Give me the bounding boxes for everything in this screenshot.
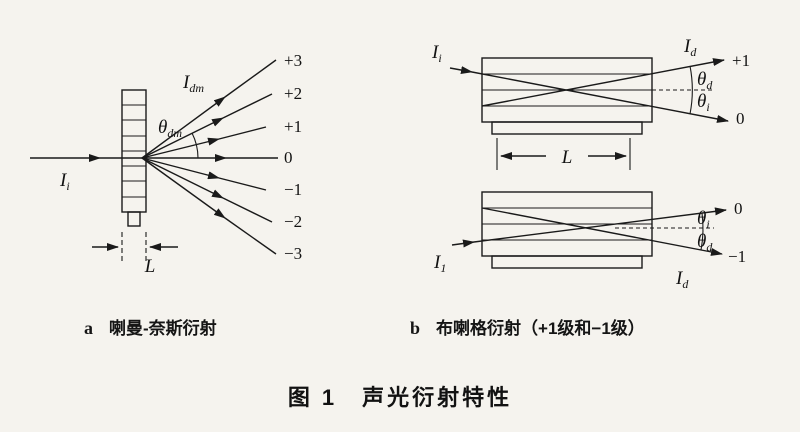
panel-b-length-dimension — [496, 138, 631, 170]
order-label-minus1-bottom: −1 — [728, 247, 746, 266]
incident-beam-bottom — [451, 239, 475, 248]
incident-beam-label: Ii — [59, 170, 70, 193]
panel-a-diagram: Ii Idm θdm L +3 +2 +1 0 −1 −2 −3 — [30, 51, 302, 277]
angle-arc-bottom — [700, 212, 704, 251]
bragg-cell-top: Ii Id +1 0 θd θi L — [431, 36, 750, 170]
zero-order-beam-bottom — [473, 207, 727, 243]
grating-column — [121, 89, 147, 227]
transducer — [127, 211, 141, 227]
output-label-bottom: Id — [675, 268, 689, 291]
transducer-bottom — [491, 255, 643, 269]
panel-b-letter: b — [410, 318, 421, 338]
order-label-plus1: +1 — [284, 117, 302, 136]
figure-caption: 图 1 声光衍射特性 — [287, 385, 513, 410]
ray-plus1 — [141, 137, 220, 159]
diffraction-rays — [141, 59, 278, 255]
diffracted-beam-plus1 — [481, 58, 725, 107]
panel-b-caption: b 布喇格衍射（+1级和−1级） — [410, 314, 645, 339]
order-label-zero: 0 — [284, 148, 293, 167]
ray-plus3 — [141, 96, 226, 159]
diffracted-beam-label: Idm — [182, 72, 204, 95]
bragg-cell-bottom: I1 Id 0 −1 θi θd — [433, 191, 746, 291]
panel-b-diagram: Ii Id +1 0 θd θi L I1 Id 0 −1 θi θd — [431, 36, 750, 291]
order-label-zero-bottom: 0 — [734, 199, 743, 218]
order-label-plus3: +3 — [284, 51, 302, 70]
length-label-b: L — [561, 147, 573, 168]
panel-a-length-dimension — [92, 232, 178, 264]
ray-minus1 — [141, 157, 220, 180]
order-label-plus1-top: +1 — [732, 51, 750, 70]
diffracted-beam-minus1 — [481, 207, 723, 256]
order-label-minus1: −1 — [284, 180, 302, 199]
order-label-plus2: +2 — [284, 84, 302, 103]
theta-d-label-top: θd — [697, 69, 713, 92]
ray-minus2 — [141, 157, 224, 199]
incident-beam-top — [449, 66, 473, 74]
panel-a-caption: a 喇曼-奈斯衍射 — [84, 314, 217, 339]
theta-i-label-bottom: θi — [697, 208, 710, 231]
ray-minus3 — [141, 157, 226, 219]
ray-plus2 — [141, 117, 224, 159]
incident-label-bottom: I1 — [433, 252, 446, 275]
order-label-minus2: −2 — [284, 212, 302, 231]
order-label-minus3: −3 — [284, 244, 302, 263]
panel-a-letter: a — [84, 318, 93, 338]
theta-i-label-top: θi — [697, 91, 710, 114]
angle-arc-top — [689, 65, 693, 115]
order-label-zero-top: 0 — [736, 109, 745, 128]
zero-order-beam-top — [471, 71, 729, 123]
angle-label: θdm — [158, 117, 182, 140]
angle-arc — [191, 132, 199, 159]
transducer-top — [491, 121, 643, 135]
length-label: L — [144, 256, 156, 277]
output-label-top: Id — [683, 36, 697, 59]
theta-d-label-bottom: θd — [697, 231, 713, 254]
incident-label-top: Ii — [431, 42, 442, 65]
panel-a-title: 喇曼-奈斯衍射 — [109, 319, 217, 338]
panel-b-title: 布喇格衍射（+1级和−1级） — [436, 319, 645, 338]
